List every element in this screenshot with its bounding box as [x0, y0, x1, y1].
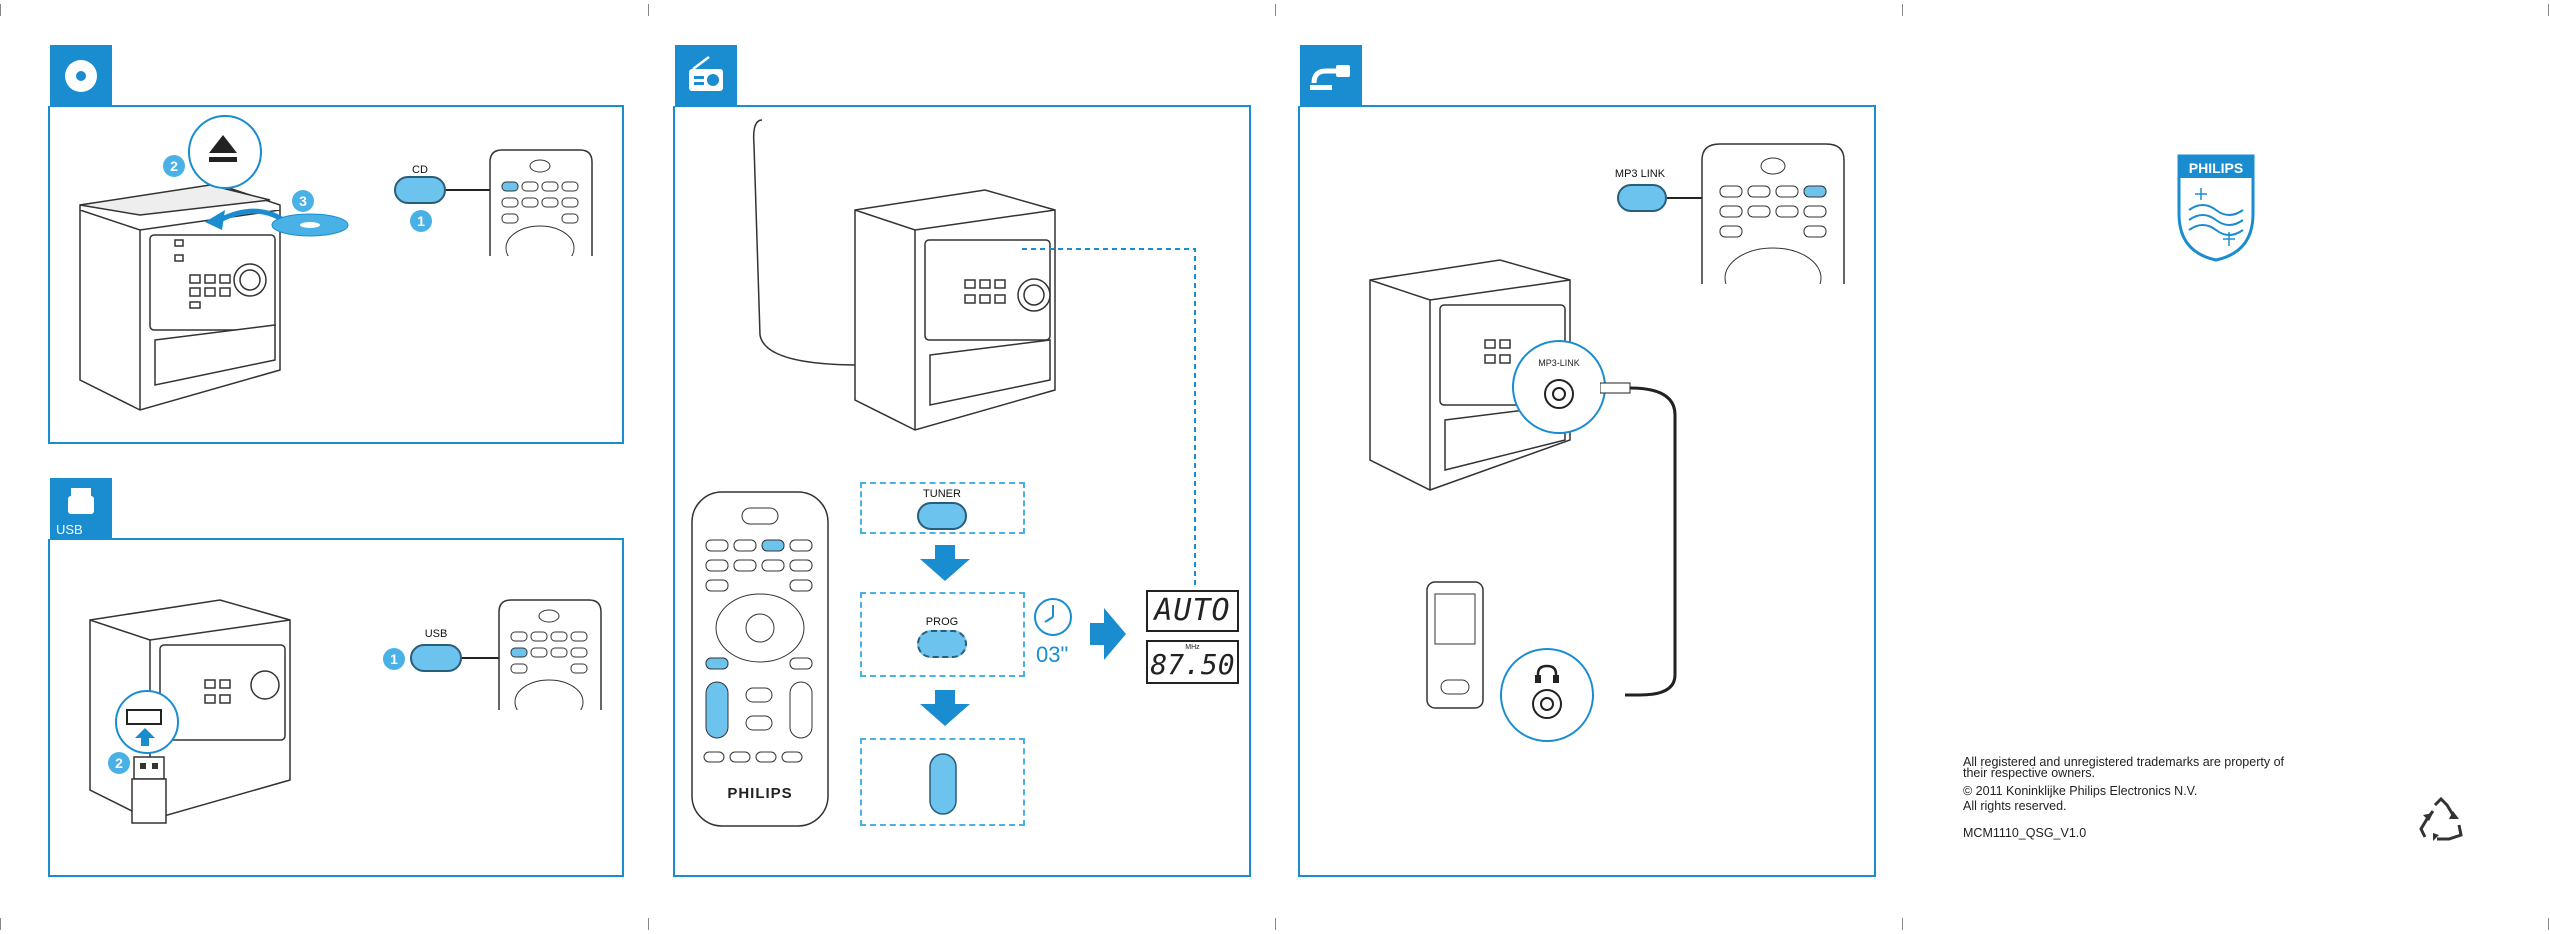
cd-step-2: 2	[163, 155, 185, 177]
radio-icon	[689, 56, 723, 91]
cd-panel	[48, 106, 624, 444]
mp3link-tab	[1300, 45, 1362, 107]
cd-header-rule	[112, 105, 624, 107]
usb-button[interactable]	[410, 644, 462, 672]
mp3link-panel	[1298, 106, 1876, 877]
mp3link-port-label: MP3-LINK	[1538, 358, 1580, 368]
down-arrow-icon	[920, 545, 970, 581]
prog-button[interactable]	[917, 630, 967, 658]
usb-stick-illustration	[131, 756, 167, 824]
mp3link-header-rule	[1362, 105, 1876, 107]
usb-step-1: 1	[383, 648, 405, 670]
tuner-remote	[691, 491, 829, 827]
crop-mark	[0, 4, 1, 16]
usb-button-label: USB	[424, 628, 448, 640]
crop-mark	[2548, 4, 2549, 16]
usb-unit-illustration	[89, 599, 291, 821]
cd-unit-illustration	[79, 184, 292, 411]
crop-mark	[2548, 918, 2549, 930]
usb-panel	[48, 539, 624, 877]
philips-logo-text: PHILIPS	[2188, 160, 2244, 176]
usb-tab: USB	[50, 478, 112, 540]
usb-step-2: 2	[108, 752, 130, 774]
prog-button-label: PROG	[925, 616, 959, 628]
crop-mark	[648, 918, 649, 930]
eject-callout	[188, 115, 262, 189]
audio-cable	[1600, 382, 1677, 697]
disc-icon	[65, 60, 97, 92]
tuner-panel	[673, 106, 1251, 877]
usb-port-callout	[115, 690, 179, 754]
tuner-header-rule	[737, 105, 1251, 107]
album-preset-button[interactable]	[928, 752, 958, 816]
mp3link-remote-snippet	[1701, 143, 1845, 284]
mp3link-callout-line	[1667, 197, 1727, 199]
crop-mark	[1902, 918, 1903, 930]
rights-reserved: All rights reserved.	[1963, 799, 2067, 813]
eject-icon	[209, 135, 237, 162]
remote-brand: PHILIPS	[727, 785, 793, 802]
tuner-unit-illustration	[752, 119, 1056, 431]
right-arrow-icon	[1090, 608, 1126, 660]
display-auto: AUTO	[1146, 590, 1239, 632]
copyright: © 2011 Koninklijke Philips Electronics N…	[1963, 784, 2198, 798]
crop-mark	[1275, 918, 1276, 930]
mp3link-port-callout: MP3-LINK	[1512, 340, 1606, 434]
tuner-button-label: TUNER	[923, 488, 961, 500]
usb-tab-label: USB	[56, 522, 83, 537]
jack-icon	[1532, 689, 1562, 719]
usb-remote-snippet	[498, 599, 602, 710]
down-arrow-icon	[920, 690, 970, 726]
tuner-display-connector	[1022, 248, 1196, 585]
crop-mark	[648, 4, 649, 16]
usb-port-icon	[126, 709, 162, 746]
prog-step-box	[860, 592, 1025, 677]
usb-icon	[68, 488, 94, 514]
tuner-button[interactable]	[917, 502, 967, 530]
mp3link-button-label: MP3 LINK	[1614, 168, 1666, 180]
crop-mark	[1902, 4, 1903, 16]
headphone-port-callout	[1500, 648, 1594, 742]
jack-icon	[1544, 379, 1574, 409]
cd-button[interactable]	[394, 176, 446, 204]
disc-illustration	[270, 210, 350, 240]
clock-icon	[1034, 598, 1072, 636]
tuner-step-box	[860, 482, 1025, 534]
cd-remote-snippet	[489, 149, 593, 256]
mp3-player-illustration	[1426, 581, 1484, 709]
tuner-tab	[675, 45, 737, 107]
philips-logo: PHILIPS	[2175, 152, 2257, 262]
display-freq: 87.50	[1150, 648, 1235, 681]
cable-icon	[1310, 65, 1350, 90]
cd-tab	[50, 45, 112, 107]
cd-callout-line	[446, 189, 506, 191]
mp3link-button[interactable]	[1617, 184, 1667, 212]
doc-code: MCM1110_QSG_V1.0	[1963, 826, 2087, 840]
usb-header-rule	[112, 538, 624, 540]
crop-mark	[0, 918, 1, 930]
display-unit: MHz	[1185, 644, 1200, 651]
recycle-icon	[2419, 796, 2463, 841]
usb-callout-line	[462, 657, 512, 659]
trademark-line-2: their respective owners.	[1963, 766, 2096, 780]
cd-button-label: CD	[412, 164, 428, 176]
crop-mark	[1275, 4, 1276, 16]
preset-step-box	[860, 738, 1025, 826]
headphone-icon	[1535, 664, 1559, 683]
cd-step-1: 1	[410, 210, 432, 232]
cd-step-3: 3	[292, 190, 314, 212]
display-freq-box: MHz 87.50	[1146, 640, 1239, 684]
trademark-line-1: All registered and unregistered trademar…	[1963, 755, 2284, 769]
hold-time: 03"	[1036, 642, 1069, 667]
